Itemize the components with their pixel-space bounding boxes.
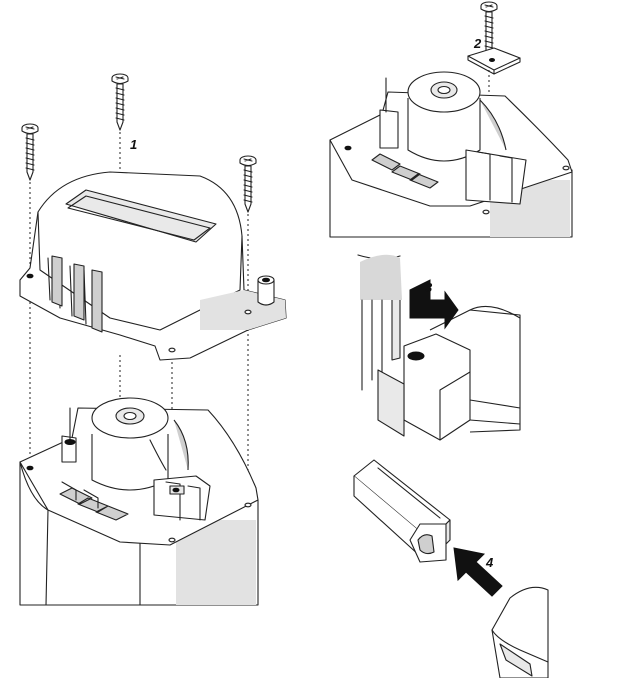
step-4-label: 4 (485, 555, 494, 570)
step-3-illustration: 3 (357, 254, 521, 441)
step-1-label: 1 (130, 137, 137, 152)
clip-icon (467, 47, 521, 75)
step-1-illustration: 1 (19, 73, 287, 606)
screw-icon (239, 155, 257, 213)
step-4-illustration: 4 (353, 459, 549, 678)
step-2-label: 2 (473, 36, 482, 51)
screw-icon (21, 123, 39, 181)
arrow-icon (453, 547, 503, 597)
motor-housing-icon (19, 397, 259, 606)
step-3-label: 3 (425, 280, 433, 295)
screw-icon (111, 73, 129, 131)
step-2-illustration: 2 (329, 1, 573, 238)
motor-housing-icon (329, 71, 573, 238)
arrow-icon (409, 279, 459, 330)
cover-icon (19, 171, 287, 361)
connector-icon (353, 459, 451, 563)
